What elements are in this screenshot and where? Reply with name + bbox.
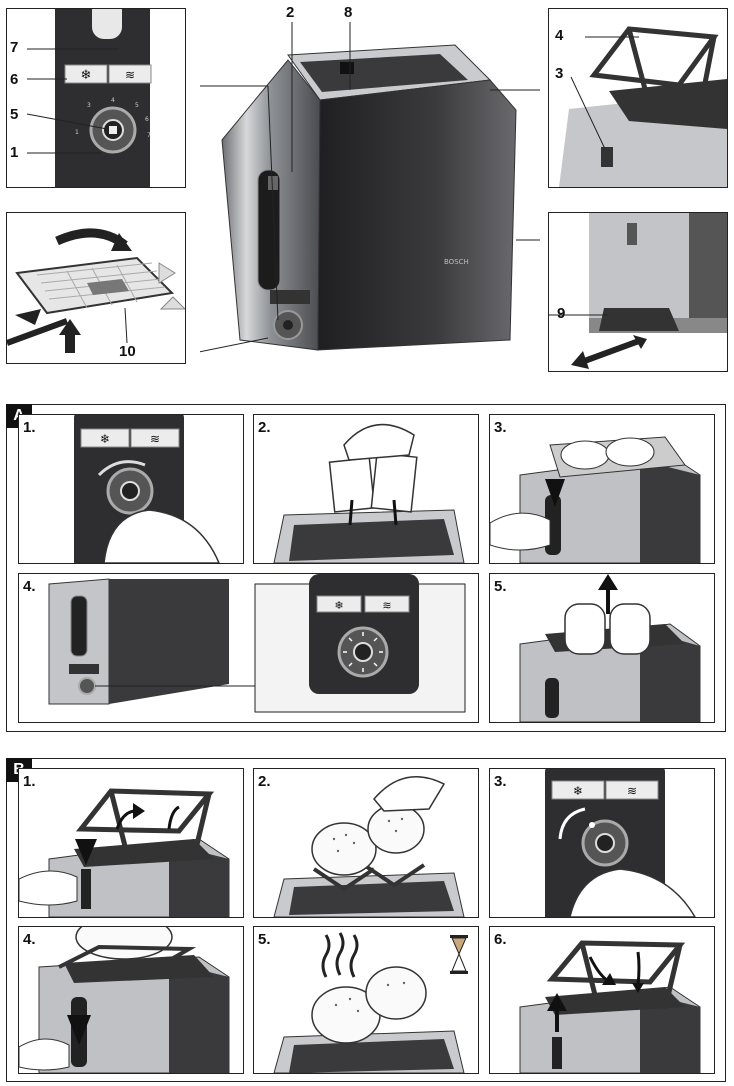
b3-illustration: ❄ ≋ [545, 769, 696, 917]
a-step-2-label: 2. [258, 419, 271, 436]
callout-7: 7 [10, 39, 19, 56]
svg-text:❄: ❄ [573, 784, 583, 798]
svg-text:❄: ❄ [81, 68, 92, 83]
b-step-1: 1. [18, 768, 244, 918]
svg-text:7: 7 [147, 132, 151, 139]
a2-illustration [273, 423, 465, 563]
b-step-5-label: 5. [258, 931, 271, 948]
b2-illustration [273, 776, 465, 917]
callout-6: 6 [10, 71, 19, 88]
b-step-2-label: 2. [258, 773, 271, 790]
a-step-1-label: 1. [23, 419, 36, 436]
b-step-3-label: 3. [494, 773, 507, 790]
callout-5: 5 [10, 106, 19, 123]
a-step-1: ❄ ≋ 1. [18, 414, 244, 564]
detail-control-panel: ❄ ≋ 3 4 5 6 7 1 7 6 5 1 [6, 8, 186, 188]
svg-text:≋: ≋ [150, 432, 160, 446]
crumb-tray-illustration [7, 228, 185, 353]
callout-1: 1 [10, 144, 19, 161]
section-a [6, 404, 726, 732]
svg-text:1: 1 [75, 129, 79, 136]
b1-illustration [19, 788, 230, 917]
main-toaster: BOSCH 2 8 [200, 0, 540, 372]
svg-text:≋: ≋ [382, 599, 391, 612]
b-step-3: ❄ ≋ 3. [489, 768, 715, 918]
a-step-4-label: 4. [23, 578, 36, 595]
a-step-5: 5. [489, 573, 715, 723]
b-step-4: 4. [18, 926, 244, 1074]
hourglass-icon [450, 935, 468, 974]
a-step-2: 2. [253, 414, 479, 564]
control-panel-illustration: ❄ ≋ 3 4 5 6 7 1 [26, 9, 152, 187]
callout-2: 2 [286, 4, 295, 21]
svg-text:5: 5 [135, 102, 139, 109]
a-step-3: 3. [489, 414, 715, 564]
b-step-6-label: 6. [494, 931, 507, 948]
svg-text:≋: ≋ [627, 784, 637, 798]
cable-storage-illustration [549, 213, 727, 369]
bun-rack-illustration [559, 26, 727, 187]
b6-illustration [519, 940, 701, 1073]
svg-text:≋: ≋ [125, 68, 135, 82]
section-b [6, 758, 726, 1082]
detail-crumb-tray: 10 [6, 212, 186, 364]
svg-text:4: 4 [111, 97, 115, 104]
a3-illustration [490, 436, 701, 563]
a1-illustration: ❄ ≋ [74, 415, 220, 563]
toaster-illustration: BOSCH [200, 22, 540, 353]
a4-illustration: ❄ ≋ [48, 574, 466, 713]
b4-illustration [19, 927, 230, 1073]
a-step-5-label: 5. [494, 578, 507, 595]
b-step-4-label: 4. [23, 931, 36, 948]
svg-text:3: 3 [87, 102, 91, 109]
svg-text:6: 6 [145, 116, 149, 123]
detail-cable-storage: 9 [548, 212, 728, 372]
callout-10: 10 [119, 343, 136, 360]
svg-text:❄: ❄ [100, 432, 110, 446]
detail-bun-rack: 4 3 [548, 8, 728, 188]
callout-8: 8 [344, 4, 353, 21]
a-step-3-label: 3. [494, 419, 507, 436]
b-step-2: 2. [253, 768, 479, 918]
b5-illustration [273, 932, 468, 1073]
callout-4: 4 [555, 27, 564, 44]
a5-illustration [519, 574, 701, 722]
b-step-1-label: 1. [23, 773, 36, 790]
b-step-5: 5. [253, 926, 479, 1074]
b-step-6: 6. [489, 926, 715, 1074]
callout-9: 9 [557, 305, 566, 322]
svg-text:❄: ❄ [334, 599, 343, 612]
callout-3: 3 [555, 65, 564, 82]
a-step-4: ❄ ≋ 4. [18, 573, 479, 723]
brand-label: BOSCH [444, 258, 469, 266]
